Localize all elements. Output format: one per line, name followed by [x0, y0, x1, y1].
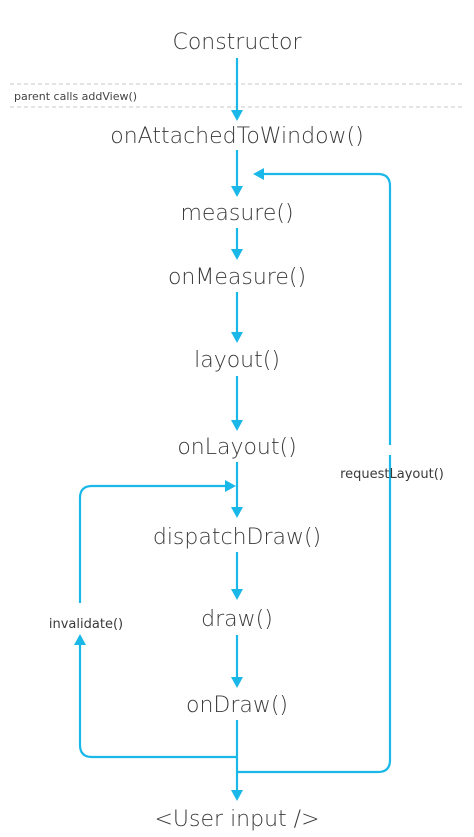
arrowhead — [231, 420, 243, 431]
arrowhead — [231, 589, 243, 600]
invalidate-loop-arrowhead — [225, 480, 236, 492]
arrowhead — [231, 186, 243, 197]
arrowhead — [231, 677, 243, 688]
node-on-attached-to-window: onAttachedToWindow() — [110, 124, 363, 149]
invalidate-path — [78, 484, 237, 759]
node-user-input: <User input /> — [155, 807, 320, 832]
node-constructor: Constructor — [172, 30, 302, 55]
request-layout-loop — [237, 168, 392, 774]
node-dispatch-draw: dispatchDraw() — [153, 525, 321, 550]
request-layout-label: requestLayout() — [340, 467, 444, 482]
invalidate-label-arrowhead — [74, 634, 86, 645]
arrowhead — [231, 110, 243, 121]
node-measure: measure() — [180, 201, 293, 226]
arrowhead — [231, 790, 243, 801]
arrowhead — [231, 249, 243, 260]
invalidate-loop — [74, 480, 237, 759]
node-draw: draw() — [201, 607, 273, 632]
node-on-measure: onMeasure() — [168, 265, 306, 290]
node-on-layout: onLayout() — [177, 435, 296, 460]
request-layout-path — [237, 172, 392, 774]
node-on-draw: onDraw() — [186, 693, 288, 718]
arrowhead — [231, 332, 243, 343]
node-layout: layout() — [194, 348, 280, 373]
request-layout-arrowhead — [253, 168, 264, 180]
main-flow-arrows — [231, 58, 243, 801]
add-view-note: parent calls addView() — [14, 90, 137, 103]
invalidate-label: invalidate() — [49, 617, 123, 632]
arrowhead — [231, 507, 243, 518]
